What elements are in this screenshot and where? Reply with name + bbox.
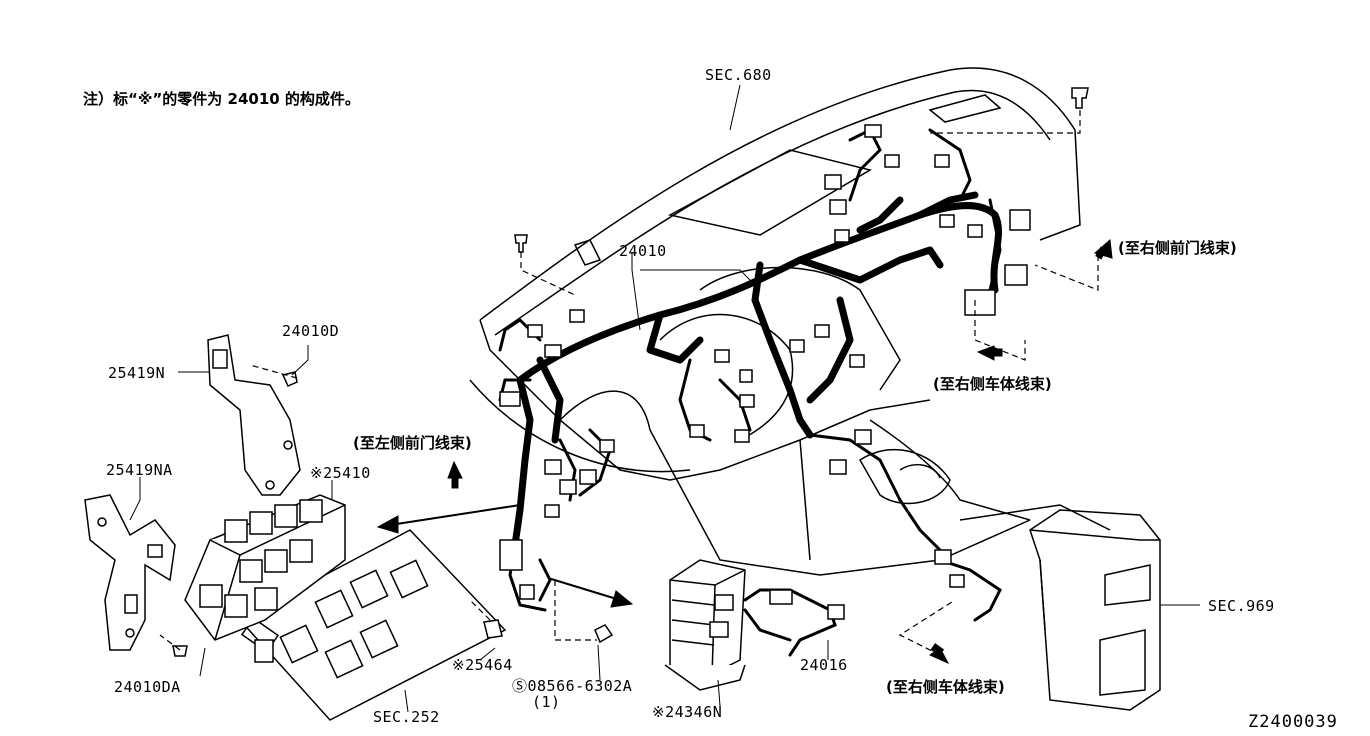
label-08566-6302A: Ⓢ08566-6302A	[512, 677, 633, 695]
label-08566-qty: (1)	[532, 693, 561, 711]
main-harness	[511, 191, 1002, 549]
label-to-right-front-door: (至右侧前门线束)	[1118, 239, 1237, 257]
harness-connectors	[499, 124, 1031, 620]
fuse-block-25410	[184, 494, 346, 663]
label-25419NA: 25419NA	[106, 461, 173, 479]
bracket-25419N	[207, 334, 301, 496]
label-25419N: 25419N	[108, 364, 166, 382]
console-box	[1029, 509, 1161, 711]
label-24010: 24010	[619, 242, 667, 260]
note-text: 注）标“※”的零件为 24010 的构成件。	[83, 90, 360, 108]
label-sec969: SEC.969	[1208, 597, 1275, 615]
dashboard-outline	[469, 67, 1111, 576]
dashed-leaders	[159, 110, 1099, 656]
label-to-right-body-lower: (至右侧车体线束)	[886, 678, 1005, 696]
label-25464: ※25464	[452, 656, 513, 674]
fuse-panel	[238, 529, 507, 721]
label-to-left-front-door: (至左侧前门线束)	[353, 434, 472, 452]
label-24010D: 24010D	[282, 322, 340, 340]
label-24346N: ※24346N	[652, 703, 723, 721]
label-25410: ※25410	[310, 464, 371, 482]
label-24010DA: 24010DA	[114, 678, 181, 696]
bracket-25419NA	[84, 494, 176, 651]
label-sec252: SEC.252	[373, 708, 440, 726]
diagram-code: Z2400039	[1248, 712, 1338, 732]
label-24016: 24016	[800, 656, 848, 674]
junction-block-24346N	[664, 559, 746, 691]
direction-arrows	[376, 238, 1113, 665]
label-sec680: SEC.680	[705, 66, 772, 84]
leader-lines	[129, 84, 1200, 713]
label-to-right-body-upper: (至右侧车体线束)	[933, 375, 1052, 393]
